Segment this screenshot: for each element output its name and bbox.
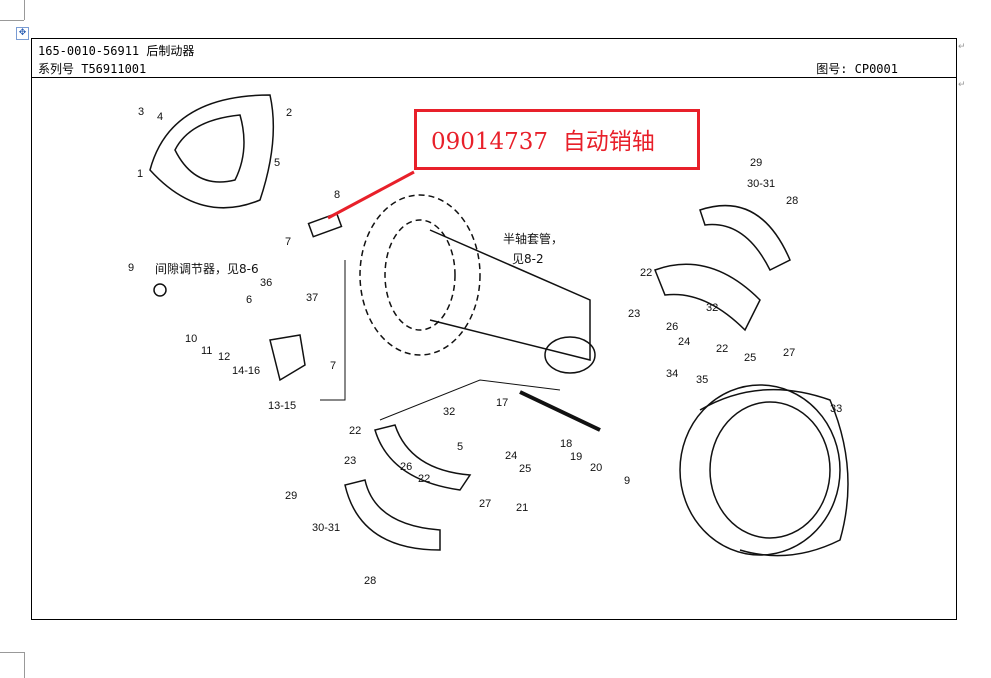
part-number-label: 5 bbox=[274, 157, 280, 169]
page-corner-mark bbox=[24, 652, 25, 678]
part-number-label: 12 bbox=[218, 351, 230, 363]
part-number-label: 34 bbox=[666, 368, 678, 380]
part-number-label: 30-31 bbox=[312, 522, 340, 534]
brake-shoe-lower bbox=[344, 424, 472, 551]
brake-drum bbox=[679, 384, 849, 557]
part-number-label: 32 bbox=[706, 302, 718, 314]
part-number-label: 22 bbox=[349, 425, 361, 437]
dust-shield bbox=[149, 94, 275, 209]
part-number-label: 3 bbox=[138, 106, 144, 118]
axle-tube-note: 半轴套管， bbox=[503, 231, 563, 246]
part-number-label: 27 bbox=[479, 498, 491, 510]
part-number-label: 22 bbox=[418, 473, 430, 485]
series-number: 系列号 T56911001 bbox=[38, 62, 147, 76]
part-callout: 09014737 自动销轴 bbox=[414, 109, 700, 170]
part-number-label: 24 bbox=[505, 450, 517, 462]
part-number-label: 28 bbox=[786, 195, 798, 207]
doc-title: 165-0010-56911 后制动器 bbox=[38, 44, 195, 58]
page-corner-mark bbox=[0, 20, 24, 21]
part-number-label: 37 bbox=[306, 292, 318, 304]
part-number-label: 7 bbox=[285, 236, 291, 248]
part-number-label: 20 bbox=[590, 462, 602, 474]
slack-adjuster bbox=[153, 283, 306, 382]
camshaft bbox=[307, 212, 601, 432]
part-number-label: 33 bbox=[830, 403, 842, 415]
part-number-label: 9 bbox=[624, 475, 630, 487]
part-number-label: 10 bbox=[185, 333, 197, 345]
part-number-label: 29 bbox=[285, 490, 297, 502]
axle-tube bbox=[429, 229, 596, 374]
part-number-label: 30-31 bbox=[747, 178, 775, 190]
part-number-label: 26 bbox=[400, 461, 412, 473]
part-number-label: 22 bbox=[640, 267, 652, 279]
part-number-label: 18 bbox=[560, 438, 572, 450]
part-number-label: 27 bbox=[783, 347, 795, 359]
axle-tube-ref: 见8-2 bbox=[512, 252, 544, 266]
paragraph-mark: ↵ bbox=[958, 42, 966, 52]
part-number-label: 23 bbox=[344, 455, 356, 467]
part-number-label: 32 bbox=[443, 406, 455, 418]
document-table: 165-0010-56911 后制动器 系列号 T56911001 图号: CP… bbox=[31, 38, 957, 620]
page-corner-mark bbox=[24, 0, 25, 20]
part-number-label: 22 bbox=[716, 343, 728, 355]
part-number-label: 26 bbox=[666, 321, 678, 333]
part-number-label: 25 bbox=[744, 352, 756, 364]
part-number-label: 17 bbox=[496, 397, 508, 409]
callout-leader bbox=[327, 170, 415, 220]
part-number-label: 21 bbox=[516, 502, 528, 514]
part-number-label: 9 bbox=[128, 262, 134, 274]
header-row: 165-0010-56911 后制动器 系列号 T56911001 图号: CP… bbox=[32, 39, 956, 78]
part-number-label: 28 bbox=[364, 575, 376, 587]
part-number-label: 5 bbox=[457, 441, 463, 453]
part-number-label: 24 bbox=[678, 336, 690, 348]
part-number-label: 11 bbox=[201, 345, 212, 357]
axle-housing bbox=[359, 194, 481, 356]
part-number-label: 1 bbox=[137, 168, 143, 180]
part-number-label: 35 bbox=[696, 374, 708, 386]
part-number-label: 25 bbox=[519, 463, 531, 475]
part-number-label: 6 bbox=[246, 294, 252, 306]
brake-shoe-upper bbox=[654, 204, 791, 332]
table-move-handle-icon[interactable]: ✥ bbox=[16, 27, 29, 40]
part-number-label: 36 bbox=[260, 277, 272, 289]
part-number-label: 2 bbox=[286, 107, 292, 119]
part-number-label: 19 bbox=[570, 451, 582, 463]
part-number-label: 29 bbox=[750, 157, 762, 169]
part-number-label: 8 bbox=[334, 189, 340, 201]
figure-number: 图号: CP0001 bbox=[816, 62, 898, 76]
part-number-label: 4 bbox=[157, 111, 163, 123]
paragraph-mark: ↵ bbox=[958, 80, 966, 90]
part-number-label: 13-15 bbox=[268, 400, 296, 412]
leader-lines bbox=[320, 260, 561, 421]
page-corner-mark bbox=[0, 652, 24, 653]
part-number-label: 23 bbox=[628, 308, 640, 320]
part-number-label: 7 bbox=[330, 360, 336, 372]
part-number-label: 14-16 bbox=[232, 365, 260, 377]
adjuster-note: 间隙调节器，见8-6 bbox=[155, 262, 259, 276]
